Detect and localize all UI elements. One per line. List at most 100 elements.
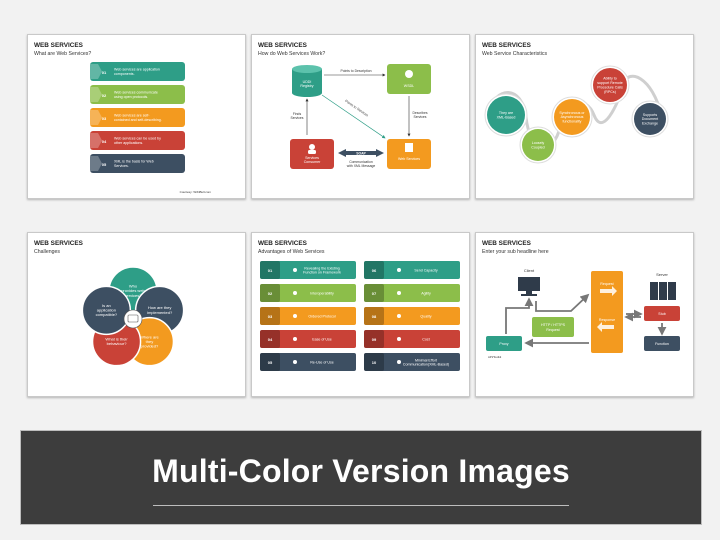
advantage-text: Cost [422,338,429,342]
function-box: Function [644,336,680,351]
challenge-text: Is an [102,303,111,308]
advantage-number: 09 [372,337,377,342]
item-number: 01 [102,70,107,75]
svg-text:Web Services: Web Services [398,157,420,161]
slide-title: WEB SERVICES [258,240,308,247]
server-icon [405,143,413,152]
challenge-text: compatible? [96,312,118,317]
advantage-number: 07 [372,291,377,296]
challenge-text: Where are [140,334,159,339]
item-text: Web services are self- [114,114,150,118]
slide-subtitle: What are Web Services? [34,51,91,57]
svg-text:Consumer: Consumer [304,160,321,164]
web-services-box: Web Services [387,139,431,169]
item-text: components. [114,72,135,76]
advantage-text: Quality [420,315,431,319]
challenge-text: provides web [121,288,145,293]
server-label: Server [656,272,668,277]
advantage-number: 08 [372,314,377,319]
advantage-number: 10 [372,360,377,365]
advantage-text: Minimal Effort [415,358,437,362]
services-consumer-box: Services Consumer [290,139,334,169]
characteristic-text: Coupled [531,145,544,149]
slide-advantages[interactable]: WEB SERVICES Advantages of Web Services … [251,232,470,397]
svg-text:HTTP / HTTPS: HTTP / HTTPS [541,323,566,327]
challenge-text: services? [125,293,143,298]
advantage-row: 06 Send Capacity [364,261,460,279]
slide-title: WEB SERVICES [258,42,308,49]
challenge-text: application [97,308,116,313]
item-number: 03 [102,116,107,121]
slide-client-server[interactable]: WEB SERVICES Enter your sub headline her… [475,232,694,397]
challenge-text: they [146,339,154,344]
web-service-icon [127,314,139,323]
advantage-row: 08 Quality [364,307,460,325]
characteristic-text: functionality [563,120,582,124]
challenge-text: What is their [105,337,128,342]
advantage-number: 06 [372,268,377,273]
advantage-number: 04 [268,337,273,342]
characteristic-text: Procedure Calls [597,85,623,89]
svg-text:SOAP: SOAP [356,152,366,156]
item-text: XML is the basis for Web [114,160,154,164]
advantage-text: Send Capacity [414,269,438,273]
computer-icon [518,277,540,296]
bullet-icon [397,314,401,318]
uddi-registry: UDDI Registry [292,65,322,97]
item-number: 04 [102,139,107,144]
advantage-number: 01 [268,268,273,273]
advantage-text: Ordered Protocol [308,315,336,319]
advantage-text: Agility [421,292,431,296]
response-arrow [597,322,614,332]
slide-web-service-characteristics[interactable]: WEB SERVICES Web Service Characteristics… [475,34,694,199]
challenge-text: provided? [141,343,159,348]
svg-text:Function: Function [655,342,669,346]
svg-text:Services: Services [413,115,426,119]
advantage-number: 05 [268,360,273,365]
bullet-icon [293,337,297,341]
item-number: 05 [102,162,107,167]
characteristic-text: Ability to [603,77,617,81]
advantage-text: Communication(XML-Based) [403,363,449,367]
stub-box: Stub [644,306,680,321]
challenge-text: implemented? [147,310,173,315]
slide-subtitle: Web Service Characteristics [482,51,547,57]
svg-text:Describes: Describes [412,111,427,115]
svg-text:Response: Response [599,318,615,322]
advantage-number: 02 [268,291,273,296]
advantage-row: 07 Agility [364,284,460,302]
advantage-text: Interoperability [310,292,334,296]
characteristic-text: XML-Based [497,115,516,119]
characteristic-text: Synchronous or [559,111,585,115]
user-icon [309,144,315,150]
slide-subtitle: Challenges [34,249,60,255]
svg-text:with XML Message: with XML Message [347,164,376,168]
slide-subtitle: How do Web Services Work? [258,51,325,57]
characteristic-text: Asynchronous [561,115,584,119]
bullet-icon [293,314,297,318]
challenge-text: How are they [148,305,172,310]
characteristic-text: Exchange [642,122,658,126]
slide-title: WEB SERVICES [482,42,532,49]
characteristic-text: (RPCs) [604,90,616,94]
api-toolkit-label: API/Toolkit [488,355,501,359]
slide-title: WEB SERVICES [482,240,532,247]
slide-title: WEB SERVICES [34,42,84,49]
item-text: Web services can be used by [114,137,161,141]
item-text: Web services communicate [114,91,158,95]
slide-how-web-services-work[interactable]: WEB SERVICES How do Web Services Work? U… [251,34,470,199]
request-response-box: Request Response [591,271,623,353]
svg-text:Proxy: Proxy [499,342,508,346]
